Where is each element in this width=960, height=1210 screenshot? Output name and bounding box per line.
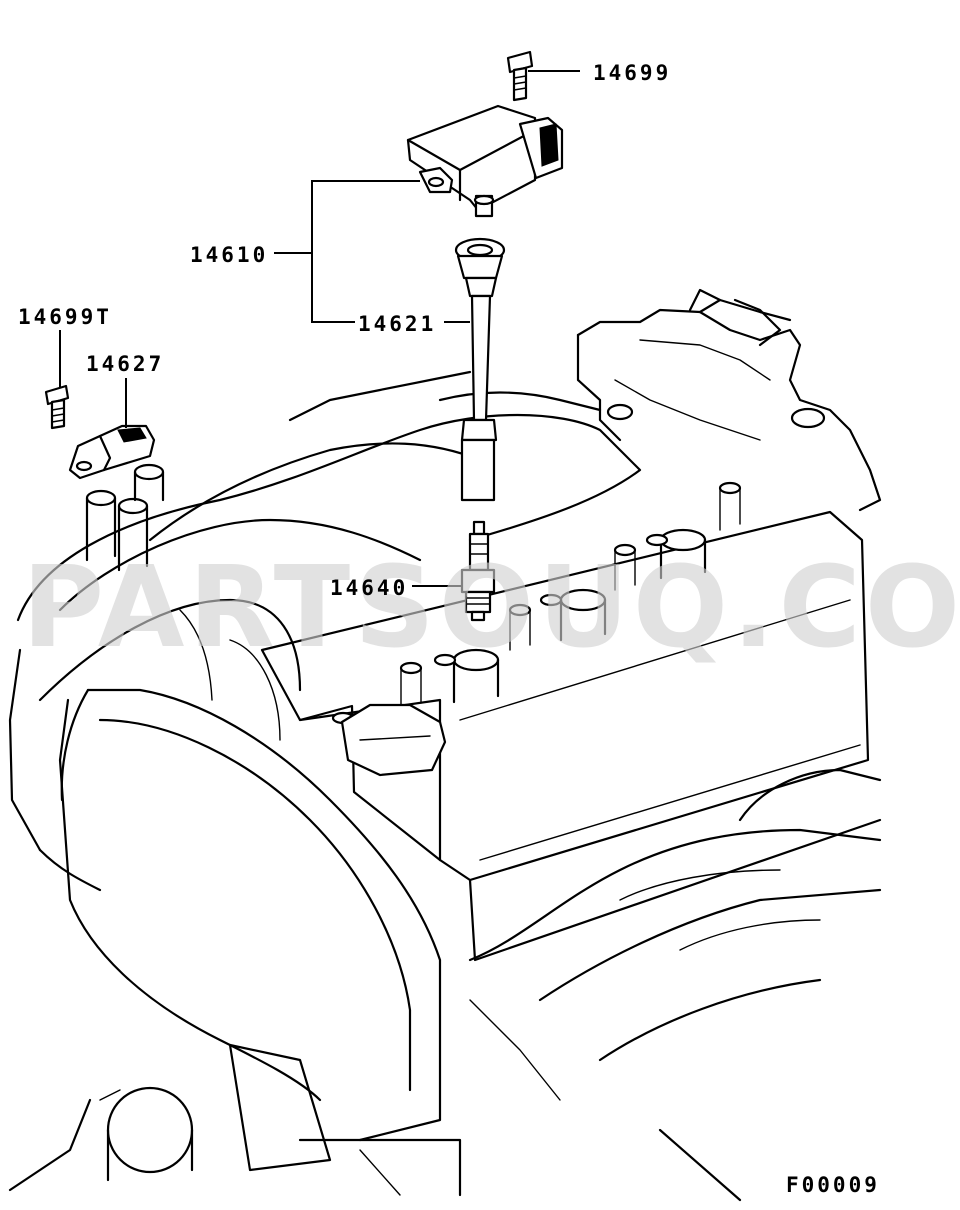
knock-sensor: [68, 424, 156, 480]
callout-14640: 14640: [330, 576, 408, 600]
leader-lines: [59, 70, 580, 587]
engine-body: [8, 288, 882, 1202]
callout-14699: 14699: [593, 61, 671, 85]
plug-boot: [454, 237, 506, 502]
exhaust-side: [468, 768, 882, 1202]
valve-cover-lower-edge: [468, 818, 882, 962]
callout-labels: 14699 14610 14621 14640 14699T 14627 F00…: [18, 61, 880, 1197]
callout-14621: 14621: [358, 312, 436, 336]
oil-filler-cap: [340, 703, 447, 777]
knock-sensor-bolt: [44, 384, 70, 430]
callout-14699T: 14699T: [18, 305, 112, 329]
figure-code: F00009: [786, 1173, 880, 1197]
throttle-body: [576, 288, 882, 512]
intake-manifold: [8, 370, 642, 892]
runner-stubs: [85, 463, 165, 572]
watermark-text: PARTSOUQ.COM: [22, 543, 960, 673]
timing-cover-outline: [86, 688, 442, 1142]
coil-bolt: [506, 50, 534, 102]
manifold-top-outline: [16, 413, 642, 622]
callout-14627: 14627: [86, 352, 164, 376]
coil-body: [406, 104, 537, 212]
timing-cover: [8, 688, 462, 1197]
ignition-coil: [406, 104, 564, 218]
spark-plug: [460, 520, 496, 622]
callout-14610: 14610: [190, 243, 268, 267]
leader-14610-bracket: [311, 180, 420, 323]
boot-shaft: [470, 294, 492, 422]
crank-pulley: [99, 1086, 194, 1182]
boot-tip: [460, 438, 496, 502]
valve-cover-ridge-lower: [479, 744, 861, 861]
valve-cover-ridge: [459, 599, 851, 721]
plug-bosses: [331, 481, 742, 725]
